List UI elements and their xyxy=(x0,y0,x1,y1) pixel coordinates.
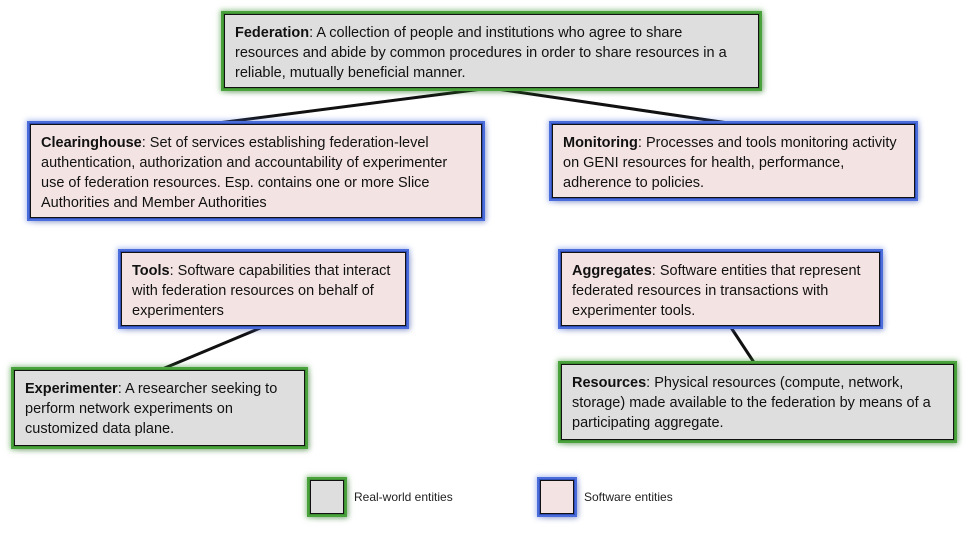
software-swatch xyxy=(540,480,574,514)
experimenter-term: Experimenter xyxy=(25,381,118,397)
resources-box: Resources: Physical resources (compute, … xyxy=(561,364,954,440)
real-world-swatch xyxy=(310,480,344,514)
monitoring-box: Monitoring: Processes and tools monitori… xyxy=(552,124,915,198)
clearinghouse-description: : Set of services establishing federatio… xyxy=(41,135,448,211)
experimenter-box: Experimenter: A researcher seeking to pe… xyxy=(14,370,305,446)
resources-description: : Physical resources (compute, network, … xyxy=(572,375,931,431)
tools-term: Tools xyxy=(132,263,170,279)
aggregates-term: Aggregates xyxy=(572,263,652,279)
software-legend-label: Software entities xyxy=(584,490,673,504)
legend-software: Software entities xyxy=(540,480,673,514)
clearinghouse-term: Clearinghouse xyxy=(41,135,142,151)
real-world-legend-label: Real-world entities xyxy=(354,490,453,504)
federation-monitoring-link xyxy=(489,86,736,126)
federation-description: : A collection of people and institution… xyxy=(235,25,727,81)
aggregates-description: : Software entities that represent feder… xyxy=(572,263,861,319)
tools-description: : Software capabilities that interact wi… xyxy=(132,263,391,319)
aggregates-resources-link xyxy=(728,325,757,365)
experimenter-description: : A researcher seeking to perform networ… xyxy=(25,381,278,437)
federation-clearinghouse-link xyxy=(209,86,491,126)
monitoring-term: Monitoring xyxy=(563,135,638,151)
legend-real-world: Real-world entities xyxy=(310,480,453,514)
federation-term: Federation xyxy=(235,25,310,41)
monitoring-description: : Processes and tools monitoring activit… xyxy=(563,135,897,191)
tools-box: Tools: Software capabilities that intera… xyxy=(121,252,406,326)
tools-experimenter-link xyxy=(159,324,266,372)
federation-box: Federation: A collection of people and i… xyxy=(224,14,759,88)
resources-term: Resources xyxy=(572,375,647,391)
aggregates-box: Aggregates: Software entities that repre… xyxy=(561,252,880,326)
clearinghouse-box: Clearinghouse: Set of services establish… xyxy=(30,124,482,218)
